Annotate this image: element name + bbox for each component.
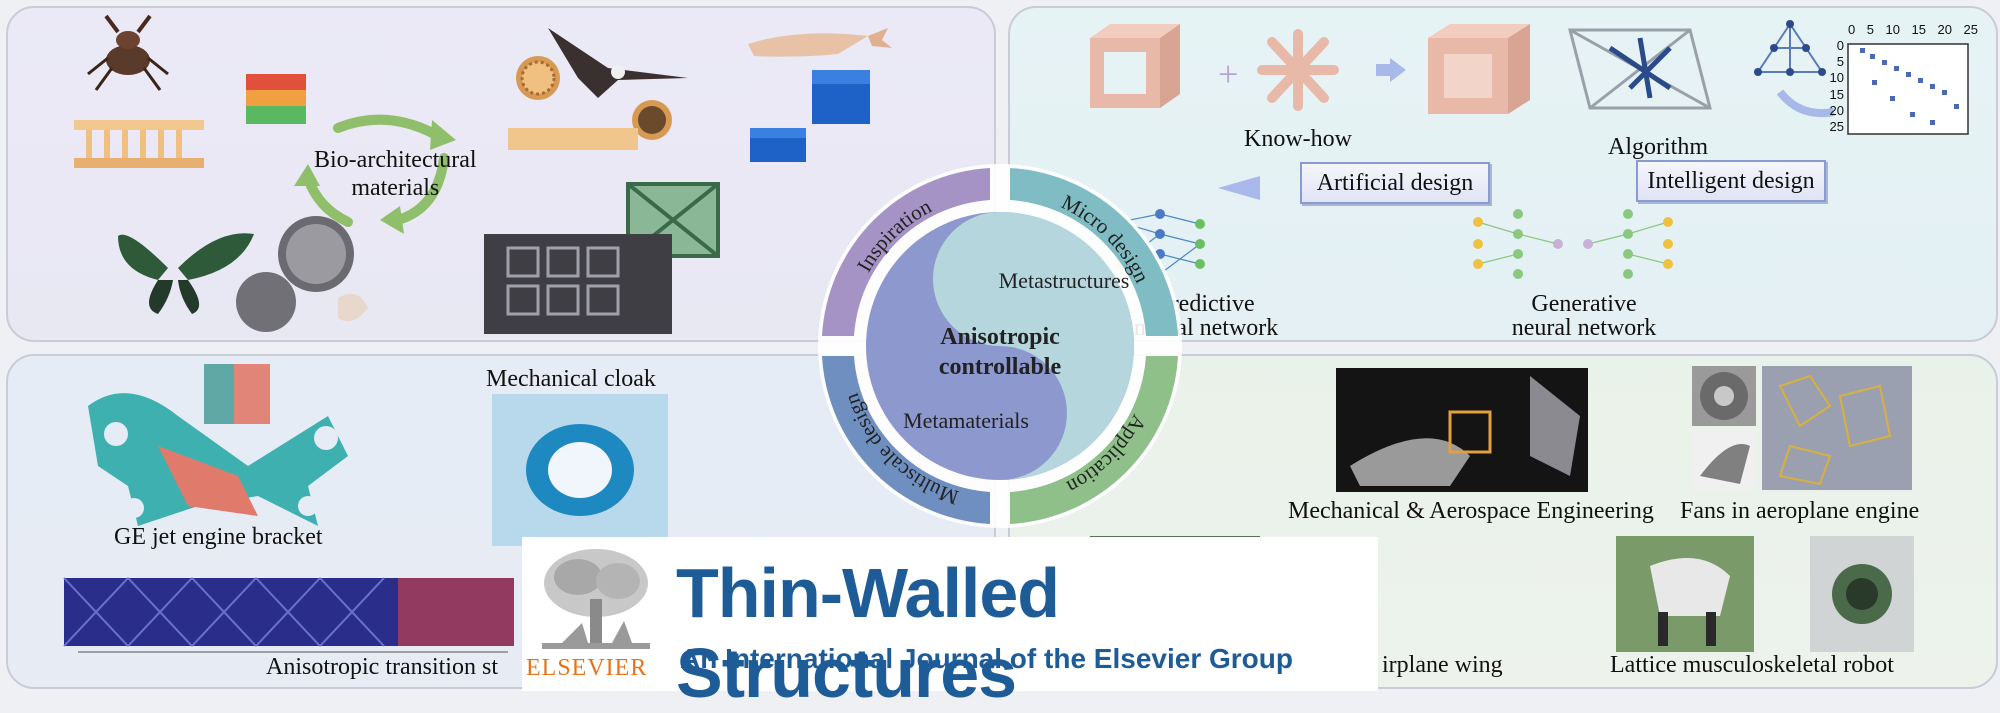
central-ring-diagram: Inspiration Micro design Application Mul… bbox=[818, 164, 1182, 528]
mechanical-cloak-icon bbox=[492, 394, 668, 546]
generative-nn-label: Generative neural network bbox=[1484, 292, 1684, 340]
artificial-design-box: Artificial design bbox=[1300, 162, 1490, 204]
algorithm-label: Algorithm bbox=[1608, 134, 1708, 160]
aerospace-image bbox=[1336, 368, 1588, 492]
ring-segment-application bbox=[1010, 356, 1178, 524]
journal-title: Thin-Walled Structures bbox=[676, 554, 1060, 712]
journal-subtitle: An International Journal of the Elsevier… bbox=[680, 643, 1293, 674]
intelligent-design-box: Intelligent design bbox=[1636, 160, 1826, 202]
jet-engine-bracket-icon bbox=[88, 364, 348, 526]
wing-label: irplane wing bbox=[1382, 652, 1503, 678]
curved-arrow-icon bbox=[1776, 89, 1835, 118]
cube-frame-icon bbox=[1090, 24, 1180, 108]
bone-fragment-icon bbox=[338, 293, 368, 322]
artificial-design-label: Artificial design bbox=[1316, 169, 1474, 196]
matrix-x-tick: 20 bbox=[1937, 22, 1952, 37]
combined-cube-icon bbox=[1428, 24, 1530, 114]
generative-network-icon bbox=[1473, 209, 1673, 279]
bio-architectural-label: Bio-architectural materials bbox=[314, 146, 477, 202]
intelligent-design-label: Intelligent design bbox=[1647, 167, 1815, 194]
layered-plate-icon bbox=[508, 128, 638, 150]
arrow-right-icon bbox=[1390, 58, 1406, 82]
micro-design-panel: + bbox=[1008, 6, 1998, 342]
plus-icon: + bbox=[1218, 54, 1238, 94]
transition-lattice-strip bbox=[63, 577, 514, 653]
aero-label: Mechanical & Aerospace Engineering bbox=[1288, 498, 1654, 524]
ring-segment-inspiration bbox=[822, 168, 990, 336]
matrix-y-tick: 0 bbox=[1836, 38, 1844, 53]
matrix-y-tick: 10 bbox=[1829, 70, 1844, 86]
core-label-line1: Anisotropic bbox=[940, 324, 1060, 350]
engine-fan-image bbox=[1692, 366, 1912, 490]
ring-segment-micro bbox=[1010, 168, 1178, 336]
micro-design-illustrations: + bbox=[1090, 20, 1969, 279]
squid-icon bbox=[748, 28, 892, 57]
transition-label: Anisotropic transition st bbox=[266, 654, 498, 680]
adjacency-matrix bbox=[1847, 43, 1969, 135]
eagle-icon bbox=[548, 28, 688, 98]
bio-label-line1: Bio-architectural bbox=[314, 147, 477, 173]
journal-banner: ELSEVIER Thin-Walled Structures An Inter… bbox=[522, 537, 1378, 712]
star-node-icon bbox=[1257, 29, 1339, 111]
bracket-label: GE jet engine bracket bbox=[114, 524, 323, 550]
metamaterials-label: Metamaterials bbox=[903, 408, 1029, 433]
inspiration-panel: Bio-architectural materials bbox=[6, 6, 996, 342]
matrix-x-tick: 25 bbox=[1963, 22, 1978, 37]
matrix-x-tick: 5 bbox=[1866, 22, 1874, 37]
matrix-y-tick: 5 bbox=[1836, 54, 1844, 70]
generative-line2: neural network bbox=[1511, 315, 1657, 341]
pillar-plate-icon bbox=[74, 120, 204, 168]
matrix-x-tick: 10 bbox=[1885, 22, 1900, 37]
matrix-x-tick: 15 bbox=[1911, 22, 1926, 37]
elsevier-wordmark: ELSEVIER bbox=[526, 655, 648, 681]
musculoskeletal-robot-image bbox=[1616, 536, 1914, 652]
design-arrow-icon bbox=[1218, 176, 1260, 200]
core-light-half bbox=[933, 212, 1134, 480]
matrix-x-tick: 0 bbox=[1848, 22, 1856, 37]
bio-label-line2: materials bbox=[351, 175, 440, 201]
matrix-y-tick: 15 bbox=[1829, 86, 1844, 102]
matrix-y-tick: 20 bbox=[1829, 102, 1844, 118]
core-label-line2: controllable bbox=[939, 354, 1062, 380]
butterfly-icon bbox=[118, 233, 254, 314]
generative-line1: Generative bbox=[1531, 291, 1637, 317]
inspiration-illustrations bbox=[74, 14, 892, 334]
stag-beetle-icon bbox=[87, 14, 169, 91]
cloak-label: Mechanical cloak bbox=[486, 366, 656, 392]
fans-label: Fans in aeroplane engine bbox=[1680, 498, 1920, 524]
know-how-label: Know-how bbox=[1244, 126, 1352, 152]
ring-segment-multiscale bbox=[822, 356, 990, 524]
matrix-y-tick: 25 bbox=[1829, 118, 1844, 134]
multiscale-illustrations bbox=[63, 364, 668, 653]
metastructures-label: Metastructures bbox=[999, 268, 1130, 293]
robot-label: Lattice musculoskeletal robot bbox=[1610, 652, 1894, 678]
graph-network-icon bbox=[1756, 22, 1824, 73]
elsevier-tree-logo bbox=[532, 543, 660, 655]
